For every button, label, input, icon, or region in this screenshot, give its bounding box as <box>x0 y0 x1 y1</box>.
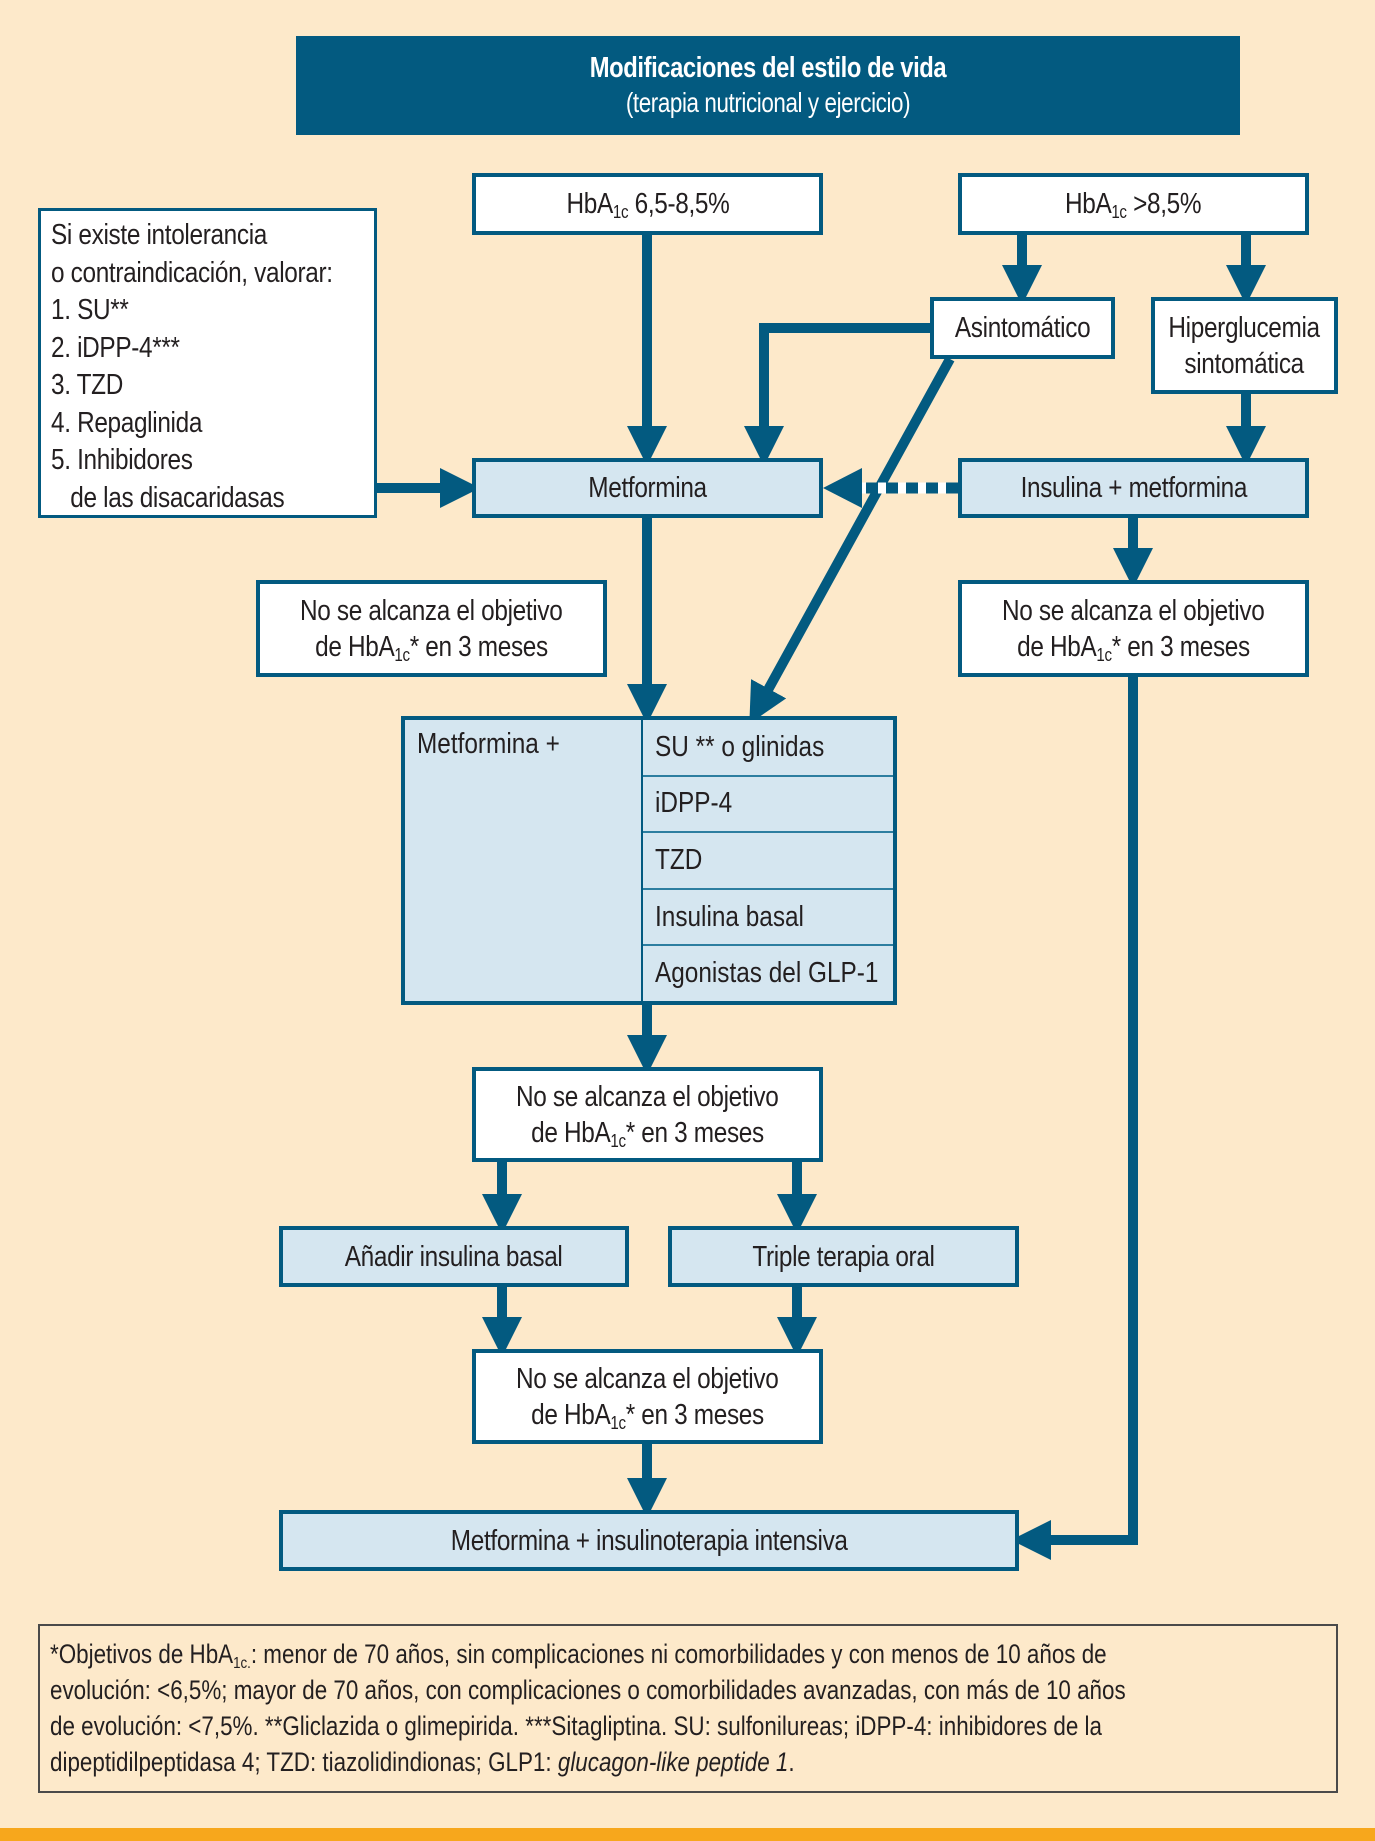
footnote-line: *Objetivos de HbA1c.: menor de 70 años, … <box>50 1636 1117 1672</box>
option-label: iDPP-4 <box>655 787 733 820</box>
node-label: de HbA <box>531 1398 611 1431</box>
arrow-not-reached-right-to-final <box>1011 677 1138 1560</box>
hba1c-sub: 1c <box>612 202 628 222</box>
accent-bar <box>0 1828 1375 1841</box>
combination-option: Agonistas del GLP-1 <box>643 944 893 1001</box>
note-line: de las disacaridasas <box>51 481 285 514</box>
node-label: * en 3 meses <box>409 630 548 663</box>
note-line: 1. SU** <box>51 294 129 326</box>
note-line: 2. iDPP-4*** <box>51 331 180 364</box>
node-label: Metformina <box>588 472 707 504</box>
node-label: de HbA <box>315 630 395 663</box>
note-line: o contraindicación, valorar: <box>51 256 333 289</box>
node-label: Insulina + metformina <box>1020 472 1247 504</box>
combination-option: SU ** o glinidas <box>643 720 893 775</box>
header-subtitle: (terapia nutricional y ejercicio) <box>625 87 911 118</box>
node-hba1c-6-5-8-5: HbA1c 6,5-8,5% <box>472 173 823 235</box>
node-metformina-insulinoterapia-intensiva: Metformina + insulinoterapia intensiva <box>279 1510 1019 1571</box>
hba1c-sub: 1c. <box>233 1655 251 1672</box>
node-not-reached-middle: No se alcanza el objetivo de HbA1c* en 3… <box>472 1067 823 1162</box>
hba1c-sub: 1c <box>610 1130 626 1151</box>
combination-left-cell: Metformina + <box>405 720 643 1001</box>
option-label: TZD <box>655 843 703 876</box>
node-label: de HbA <box>531 1116 611 1149</box>
node-label: sintomática <box>1184 347 1305 380</box>
node-label: * en 3 meses <box>625 1398 764 1431</box>
node-label: Asintomático <box>954 312 1091 344</box>
node-insulina-metformina: Insulina + metformina <box>958 458 1309 518</box>
hba1c-sub: 1c <box>610 1412 626 1433</box>
node-anadir-insulina-basal: Añadir insulina basal <box>279 1226 629 1287</box>
option-label: Insulina basal <box>655 900 804 933</box>
node-label: * en 3 meses <box>1111 630 1250 663</box>
hba1c-sub: 1c <box>394 644 410 665</box>
hba1c-range: >8,5% <box>1127 188 1202 220</box>
combination-option: Insulina basal <box>643 887 893 945</box>
node-label: Hiperglucemia <box>1168 311 1321 344</box>
node-label: No se alcanza el objetivo <box>300 594 563 627</box>
combination-left-label: Metformina + <box>417 728 560 760</box>
arrow-asintomatico-to-table <box>749 356 955 724</box>
node-label: Triple terapia oral <box>752 1240 935 1273</box>
option-label: SU ** o glinidas <box>655 730 825 763</box>
node-label: No se alcanza el objetivo <box>516 1362 779 1395</box>
footnote: *Objetivos de HbA1c.: menor de 70 años, … <box>38 1624 1338 1793</box>
node-label: de HbA <box>1017 630 1097 663</box>
node-label: * en 3 meses <box>625 1116 764 1149</box>
combination-option: iDPP-4 <box>643 774 893 832</box>
option-label: Agonistas del GLP-1 <box>655 957 879 990</box>
footnote-text: . <box>788 1747 795 1777</box>
hba1c-sub: 1c <box>1096 644 1112 665</box>
dashed-arrow-head <box>823 468 862 508</box>
footnote-italic-term: glucagon-like peptide 1 <box>557 1747 789 1777</box>
note-line: 5. Inhibidores <box>51 444 193 476</box>
node-not-reached-right: No se alcanza el objetivo de HbA1c* en 3… <box>958 580 1309 677</box>
note-line: 4. Repaglinida <box>51 406 203 439</box>
combination-options: SU ** o glinidas iDPP-4 TZD Insulina bas… <box>643 720 893 1001</box>
node-triple-terapia-oral: Triple terapia oral <box>668 1226 1019 1287</box>
combination-option: TZD <box>643 831 893 888</box>
hba1c-prefix: HbA <box>1065 188 1112 220</box>
node-not-reached-bottom: No se alcanza el objetivo de HbA1c* en 3… <box>472 1349 823 1444</box>
node-label: Metformina + insulinoterapia intensiva <box>450 1524 848 1557</box>
arrow-asintomatico-to-metformina <box>744 323 930 466</box>
footnote-line: evolución: <6,5%; mayor de 70 años, con … <box>50 1675 1126 1705</box>
node-metformina: Metformina <box>472 458 823 518</box>
node-not-reached-left: No se alcanza el objetivo de HbA1c* en 3… <box>256 580 607 677</box>
hba1c-prefix: HbA <box>566 188 613 220</box>
footnote-line: dipeptidilpeptidasa 4; TZD: tiazolidindi… <box>50 1744 1117 1780</box>
note-line: 3. TZD <box>51 369 123 401</box>
lifestyle-header: Modificaciones del estilo de vida (terap… <box>296 36 1240 135</box>
node-label: No se alcanza el objetivo <box>516 1080 779 1113</box>
node-hba1c-over-8-5: HbA1c >8,5% <box>958 173 1309 235</box>
header-title: Modificaciones del estilo de vida <box>589 52 947 84</box>
node-label: Añadir insulina basal <box>345 1240 563 1273</box>
intolerance-note: Si existe intolerancia o contraindicació… <box>38 208 377 518</box>
footnote-text: *Objetivos de HbA <box>50 1639 234 1669</box>
footnote-text: dipeptidilpeptidasa 4; TZD: tiazolidindi… <box>50 1747 558 1777</box>
note-line: Si existe intolerancia <box>51 219 268 251</box>
node-asintomatico: Asintomático <box>930 297 1115 359</box>
combination-table: Metformina + SU ** o glinidas iDPP-4 TZD… <box>401 716 897 1005</box>
node-hiperglucemia-sintomatica: Hiperglucemia sintomática <box>1151 297 1338 394</box>
footnote-line: de evolución: <7,5%. **Gliclazida o glim… <box>50 1711 1102 1741</box>
node-label: No se alcanza el objetivo <box>1002 594 1265 627</box>
hba1c-sub: 1c <box>1111 202 1128 222</box>
footnote-text: : menor de 70 años, sin complicaciones n… <box>250 1639 1107 1669</box>
hba1c-range: 6,5-8,5% <box>627 188 729 220</box>
